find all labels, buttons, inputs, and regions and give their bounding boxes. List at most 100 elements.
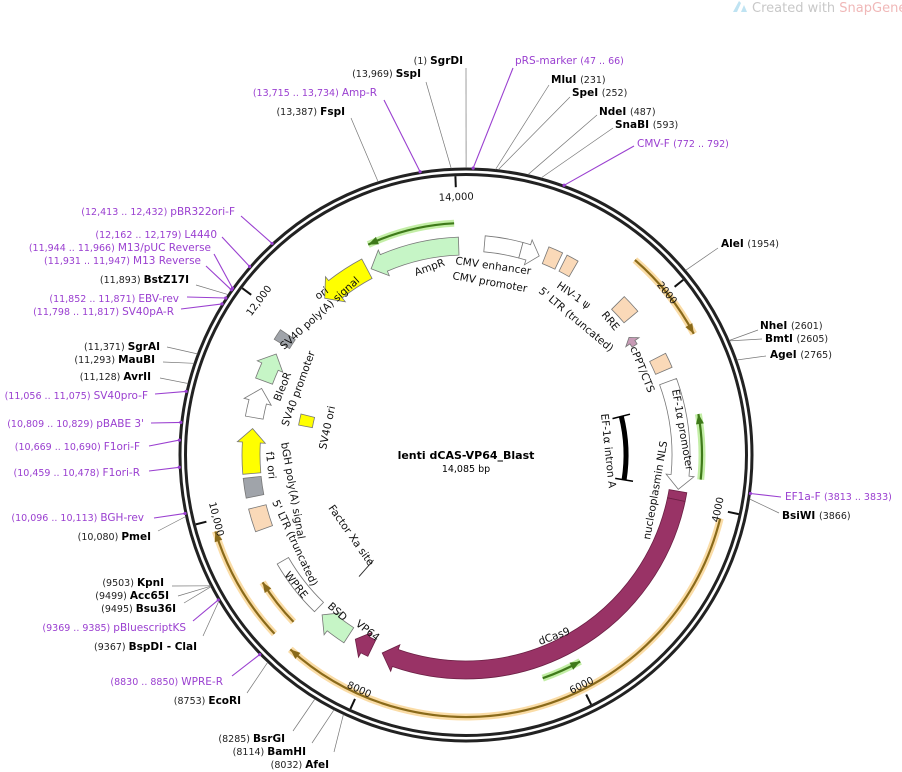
primer-label-sv40pro-f[interactable]: (11,056 .. 11,075) SV40pro-F [5, 390, 148, 402]
feature-cmv-enhancer[interactable] [483, 235, 524, 259]
enzyme-label-maubi[interactable]: (11,293) MauBI [74, 354, 155, 366]
ring-tick-label: 4000 [711, 496, 727, 523]
enzyme-label-ecori[interactable]: (8753) EcoRI [174, 695, 241, 707]
site-leader-line [750, 492, 782, 498]
site-position: (11,931 .. 11,947) [44, 256, 133, 267]
ring-tick [727, 510, 739, 516]
feature-unlabeled[interactable] [625, 336, 641, 348]
primer-label-amp-r[interactable]: (13,715 .. 13,734) Amp-R [253, 87, 377, 99]
feature-vp64[interactable] [354, 631, 377, 659]
site-position: (2605) [797, 334, 829, 345]
feature-sv40-poly-a-signal[interactable] [273, 329, 296, 350]
enzyme-label-avrii[interactable]: (11,128) AvrII [80, 371, 151, 383]
site-leader-line [540, 127, 614, 179]
enzyme-label-sgrai[interactable]: (11,371) SgrAI [84, 341, 160, 353]
primer-label-ef1a-f[interactable]: EF1a-F (3813 .. 3833) [785, 491, 892, 503]
site-leader-line [148, 466, 180, 472]
site-leader-line [213, 253, 233, 289]
primer-label-bgh-rev[interactable]: (10,096 .. 10,113) BGH-rev [11, 512, 144, 524]
feature-dcas9[interactable] [381, 497, 686, 680]
enzyme-label-fspi[interactable]: (13,387) FspI [276, 106, 345, 118]
feature-f1-ori[interactable] [236, 428, 267, 475]
primer-label-prs-marker[interactable]: pRS-marker (47 .. 66) [515, 55, 624, 67]
enzyme-label-bsu36i[interactable]: (9495) Bsu36I [101, 603, 176, 615]
site-name: AgeI [770, 349, 800, 361]
feature-ampr[interactable] [370, 236, 460, 277]
site-name: NheI [760, 320, 791, 332]
site-position: (11,798 .. 11,817) [33, 307, 122, 318]
primer-label-wpre-r[interactable]: (8830 .. 8850) WPRE-R [110, 676, 223, 688]
site-position: (1) [414, 56, 430, 67]
feature-cppt-cts[interactable] [649, 352, 673, 375]
primer-label-m13-reverse[interactable]: (11,931 .. 11,947) M13 Reverse [44, 255, 201, 267]
feature-wpre[interactable] [276, 556, 325, 613]
primer-marker [179, 420, 183, 424]
primer-label-m13-puc-reverse[interactable]: (11,944 .. 11,966) M13/pUC Reverse [29, 242, 211, 254]
feature-sv40-promoter[interactable] [243, 387, 273, 420]
primer-label-cmv-f[interactable]: CMV-F (772 .. 792) [637, 138, 729, 150]
intron-end-mark [612, 413, 631, 420]
enzyme-label-afei[interactable]: (8032) AfeI [271, 759, 329, 771]
enzyme-label-bsiwi[interactable]: BsiWI (3866) [782, 510, 851, 522]
site-name: BstZ17I [144, 274, 189, 286]
enzyme-label-bsrgi[interactable]: (8285) BsrGI [218, 733, 285, 745]
feature-bsd[interactable] [321, 612, 355, 644]
primer-label-ebv-rev[interactable]: (11,852 .. 11,871) EBV-rev [49, 293, 179, 305]
feature-ori[interactable] [324, 258, 373, 303]
primer-label-sv40pa-r[interactable]: (11,798 .. 11,817) SV40pA-R [33, 306, 174, 318]
site-position: (8114) [233, 747, 268, 758]
feature-5-ltr-truncated[interactable] [541, 246, 564, 270]
snapgene-logo-icon [733, 1, 747, 12]
primer-label-pbr322ori-f[interactable]: (12,413 .. 12,432) pBR322ori-F [81, 206, 235, 218]
feature-rre[interactable] [611, 296, 639, 324]
enzyme-label-kpni[interactable]: (9503) KpnI [102, 577, 164, 589]
site-name: Amp-R [342, 87, 377, 99]
feature-ef-1-promoter[interactable] [659, 377, 696, 490]
feature-ef-1-intron-a [618, 415, 629, 481]
enzyme-label-bmti[interactable]: BmtI (2605) [765, 333, 828, 345]
site-position: (231) [580, 75, 606, 86]
feature-bgh-poly-a-signal[interactable] [242, 475, 265, 499]
site-leader-line [333, 714, 344, 753]
enzyme-label-bspdi-clai[interactable]: (9367) BspDI - ClaI [94, 641, 197, 653]
site-leader-line [180, 303, 223, 310]
site-name: Bsu36I [136, 603, 176, 615]
primer-marker [183, 511, 187, 516]
primer-marker [177, 465, 181, 469]
site-name: EBV-rev [138, 293, 179, 305]
primer-marker [270, 241, 274, 246]
feature-hiv-1[interactable] [558, 254, 579, 278]
feature-cmv-promoter[interactable] [518, 238, 540, 266]
watermark-brand: SnapGene [839, 1, 902, 16]
feature-5-ltr-truncated[interactable] [248, 504, 274, 533]
primer-label-f1ori-f[interactable]: (10,669 .. 10,690) F1ori-F [15, 441, 140, 453]
enzyme-label-spei[interactable]: SpeI (252) [572, 87, 627, 99]
site-leader-line [221, 236, 251, 267]
feature-sv40-ori[interactable] [298, 413, 316, 429]
primer-label-pbabe-3[interactable]: (10,809 .. 10,829) pBABE 3' [7, 418, 144, 430]
site-leader-line [240, 215, 273, 244]
enzyme-label-agei[interactable]: AgeI (2765) [770, 349, 832, 361]
enzyme-label-sgrdi[interactable]: (1) SgrDI [414, 55, 463, 67]
enzyme-label-snabi[interactable]: SnaBI (593) [615, 119, 678, 131]
enzyme-label-alei[interactable]: AleI (1954) [721, 238, 779, 250]
enzyme-label-sspi[interactable]: (13,969) SspI [352, 68, 421, 80]
mapped-arc-arrowhead [290, 649, 301, 659]
enzyme-label-acc65i[interactable]: (9499) Acc65I [95, 590, 169, 602]
primer-label-l4440[interactable]: (12,162 .. 12,179) L4440 [95, 229, 217, 241]
primer-label-f1ori-r[interactable]: (10,459 .. 10,478) F1ori-R [14, 467, 140, 479]
enzyme-label-ndei[interactable]: NdeI (487) [599, 106, 656, 118]
site-leader-line [202, 600, 220, 637]
site-name: BamHI [267, 746, 306, 758]
site-name: MluI [551, 74, 580, 86]
primer-label-pbluescriptks[interactable]: (9369 .. 9385) pBluescriptKS [42, 622, 186, 634]
site-leader-line [311, 709, 335, 744]
ring-outer [178, 167, 754, 743]
enzyme-label-pmei[interactable]: (10,080) PmeI [78, 531, 151, 543]
enzyme-label-bamhi[interactable]: (8114) BamHI [233, 746, 306, 758]
enzyme-label-mlui[interactable]: MluI (231) [551, 74, 606, 86]
feature-bleor[interactable] [255, 353, 284, 385]
site-name: WPRE-R [181, 676, 223, 688]
enzyme-label-bstz17i[interactable]: (11,893) BstZ17I [100, 274, 189, 286]
enzyme-label-nhei[interactable]: NheI (2601) [760, 320, 823, 332]
